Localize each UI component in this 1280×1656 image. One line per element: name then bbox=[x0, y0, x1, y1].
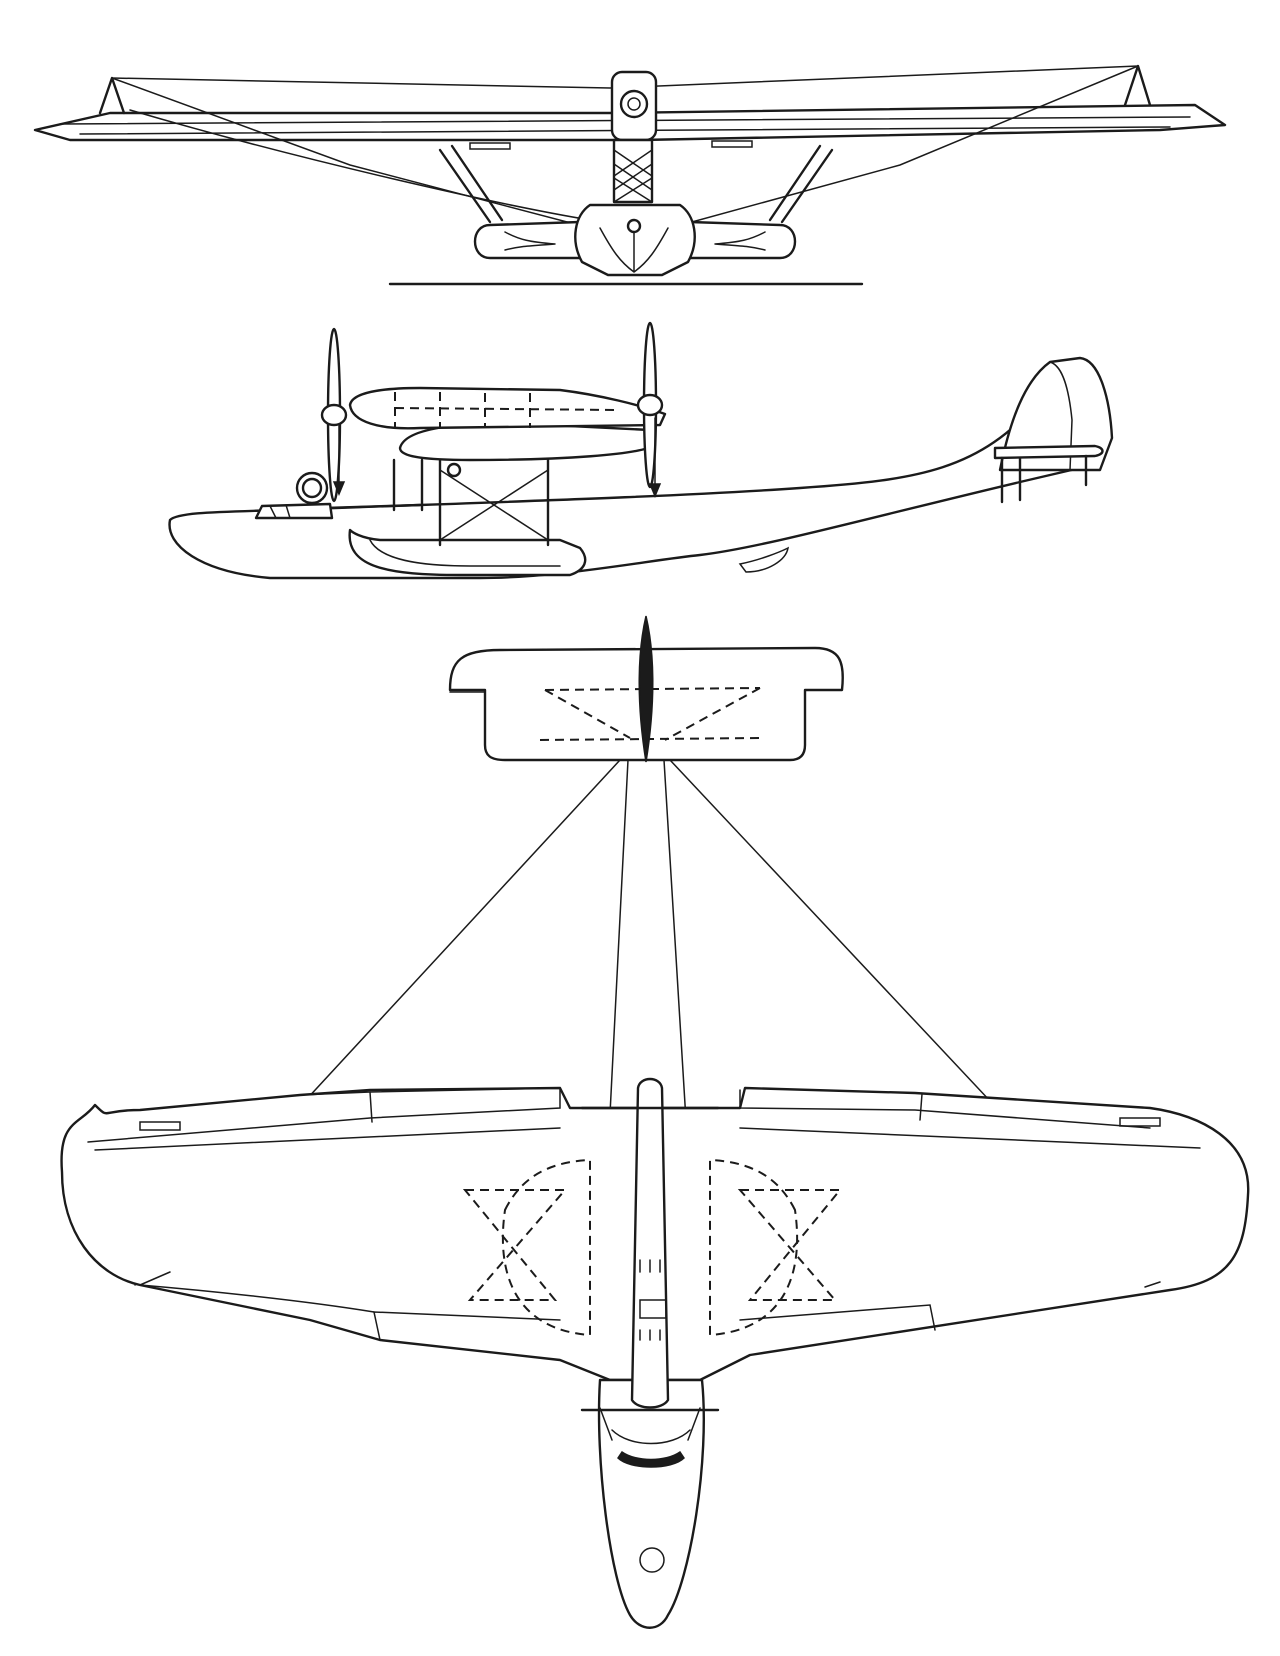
front-view bbox=[33, 64, 1227, 286]
top-engine-nacelle bbox=[630, 1077, 670, 1409]
side-tailplane bbox=[993, 444, 1104, 460]
side-sponson bbox=[348, 528, 587, 577]
side-hull bbox=[168, 398, 1105, 580]
top-fin bbox=[638, 615, 654, 763]
front-sponson-right bbox=[680, 220, 797, 260]
top-view bbox=[60, 615, 1250, 1629]
front-wing bbox=[33, 103, 1227, 142]
side-view bbox=[168, 321, 1114, 580]
front-wingtip-strut-left bbox=[98, 76, 126, 115]
top-aileron-left bbox=[87, 1087, 561, 1143]
side-wing bbox=[398, 422, 657, 462]
life-ring bbox=[295, 471, 329, 505]
side-tail-fin bbox=[998, 356, 1114, 472]
top-hull bbox=[597, 1378, 705, 1629]
front-wingtip-strut-right bbox=[1123, 64, 1152, 107]
front-sponson-left bbox=[473, 220, 590, 260]
front-hull bbox=[574, 203, 696, 277]
top-aileron-right bbox=[739, 1089, 1151, 1129]
front-engine-nacelle bbox=[610, 70, 658, 142]
